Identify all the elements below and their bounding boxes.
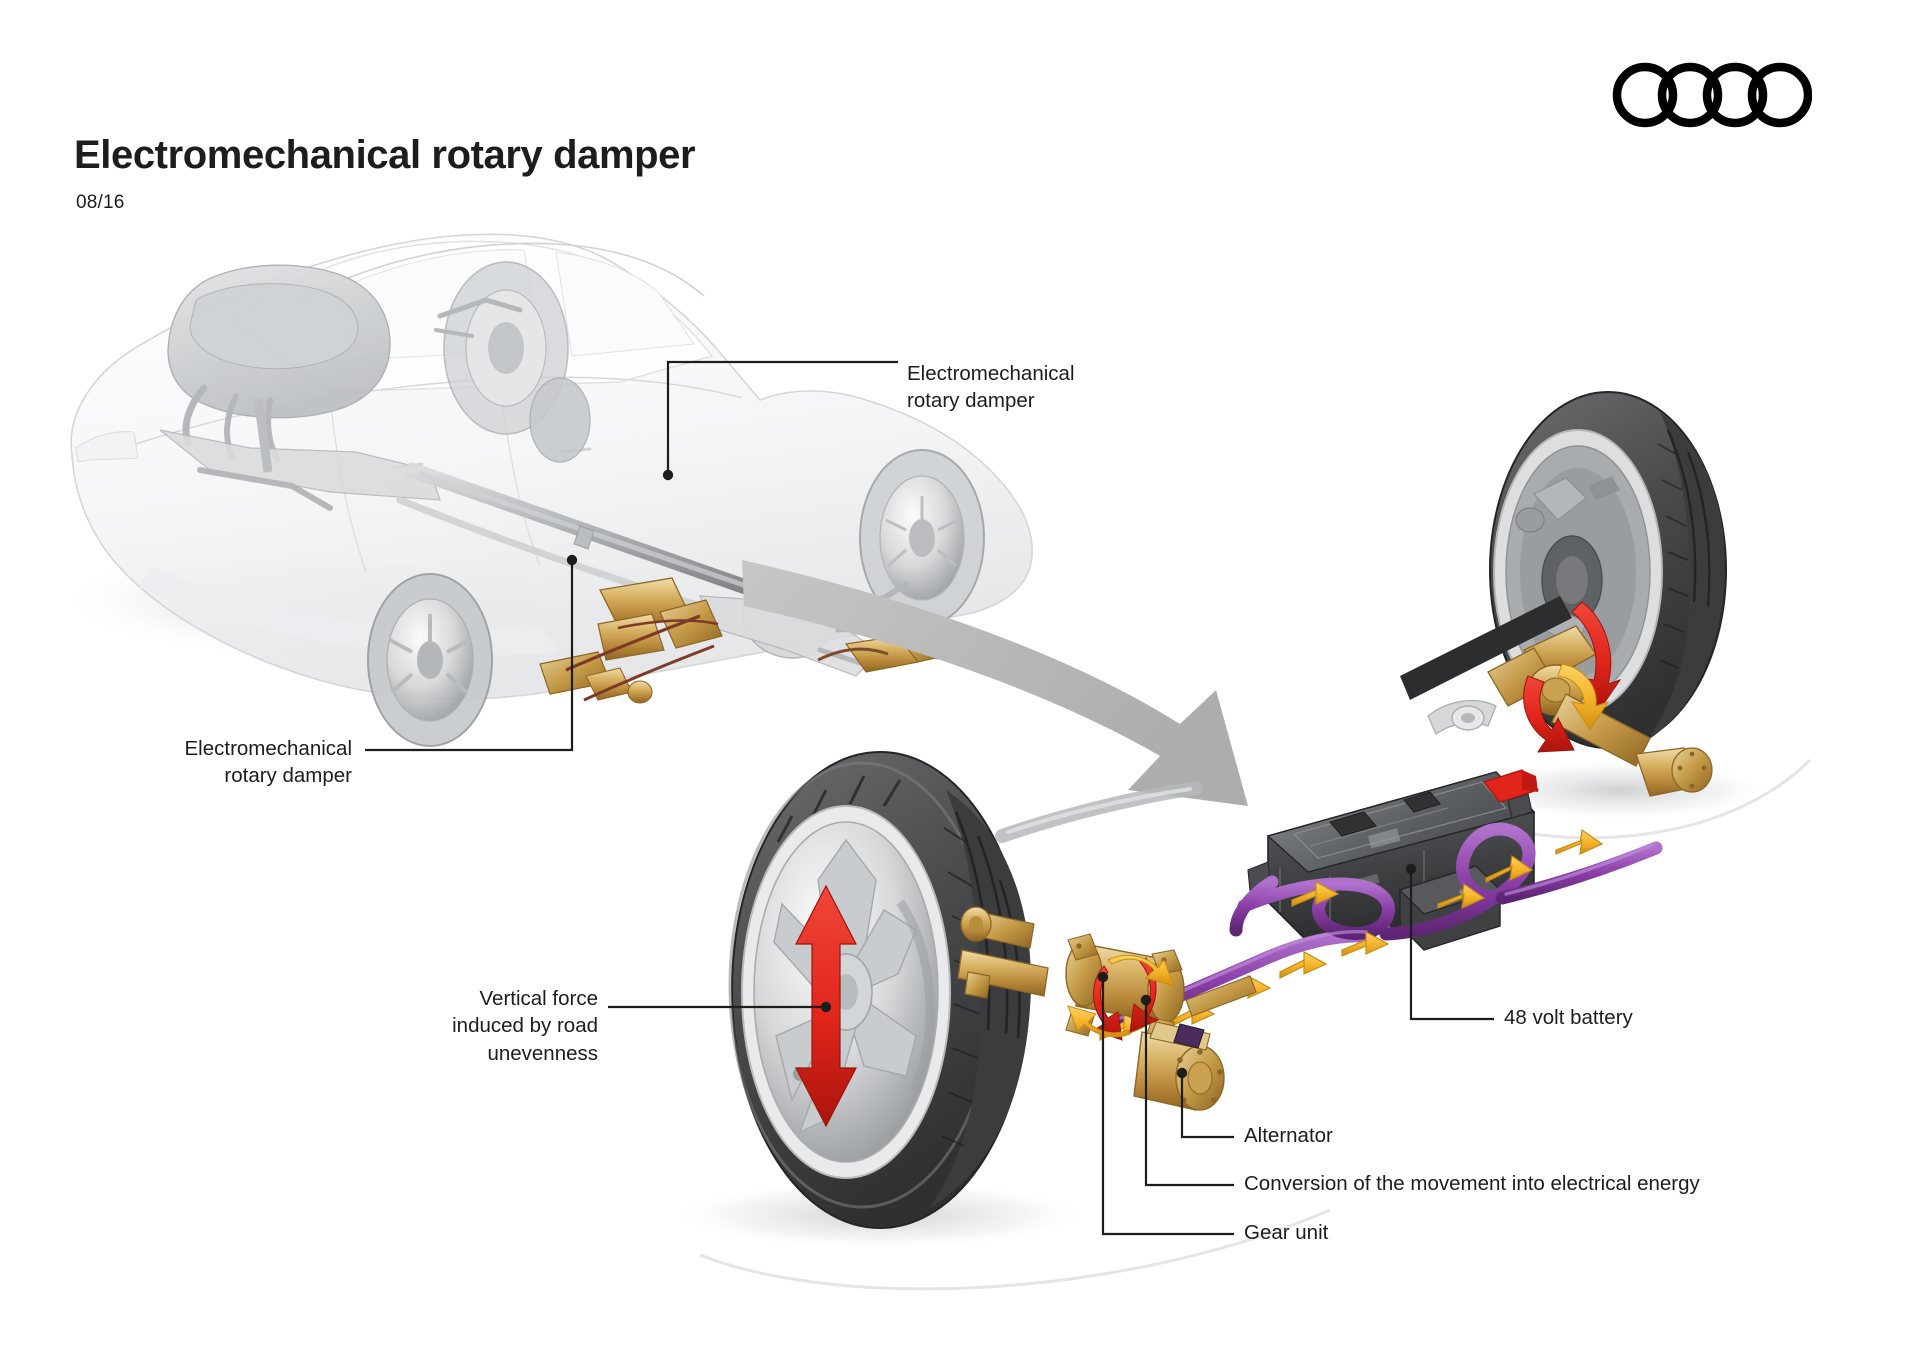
- leader-damper-front: [365, 554, 578, 752]
- callout-line: Electromechanical: [907, 362, 1075, 385]
- 48-volt-battery-unit: [1247, 769, 1540, 951]
- audi-four-rings-logo: [1612, 62, 1812, 128]
- callout-line: Vertical force: [479, 987, 599, 1010]
- callout-line: Conversion of the movement into electric…: [1244, 1172, 1700, 1195]
- leader-alternator: [1176, 1067, 1234, 1139]
- zoom-to-detail-arrow: [742, 560, 1248, 806]
- detail-wheel-left: [670, 751, 1331, 1291]
- page-title: Electromechanical rotary damper: [74, 133, 696, 177]
- callout-electromechanical-rotary-damper-rear: Electromechanical rotary damper: [907, 360, 1075, 415]
- detail-wheel-right: [1400, 391, 1812, 840]
- rotation-arrow-left: [1067, 954, 1175, 1041]
- callout-gear-unit: Gear unit: [1244, 1219, 1328, 1246]
- drive-shaft-left: [995, 781, 1203, 843]
- 48-volt-cable-harness: [1103, 822, 1663, 1033]
- callout-line: Electromechanical: [184, 737, 353, 760]
- vehicle-ghost-illustration: [55, 233, 1033, 747]
- leader-gear-unit: [1097, 971, 1234, 1236]
- rotary-damper-left-detail: [957, 906, 1225, 1111]
- callout-line: Gear unit: [1244, 1221, 1329, 1244]
- callout-line: unevenness: [487, 1041, 598, 1065]
- leader-battery: [1405, 863, 1494, 1021]
- leader-vertical-force: [608, 1001, 832, 1013]
- page-date: 08/16: [76, 192, 125, 213]
- vertical-force-double-arrow: [795, 884, 857, 1128]
- callout-conversion-of-movement: Conversion of the movement into electric…: [1244, 1170, 1700, 1197]
- rotary-damper-rear-left-in-vehicle: [539, 577, 723, 704]
- callout-48-volt-battery: 48 volt battery: [1504, 1004, 1633, 1031]
- callout-line: 48 volt battery: [1504, 1006, 1633, 1029]
- leader-damper-rear: [662, 360, 898, 481]
- callout-vertical-force: Vertical force induced by road unevennes…: [428, 985, 598, 1067]
- callout-electromechanical-rotary-damper-front: Electromechanical rotary damper: [152, 735, 353, 790]
- callout-line: Alternator: [1244, 1124, 1333, 1147]
- callout-line: induced by road: [452, 1014, 598, 1038]
- rotation-arrow-right: [1523, 601, 1622, 753]
- rotary-damper-right-detail: [1487, 601, 1713, 797]
- leader-conversion: [1140, 994, 1234, 1187]
- rotary-damper-rear-right-in-vehicle: [817, 632, 954, 673]
- callout-alternator: Alternator: [1244, 1122, 1333, 1149]
- callout-line: rotary damper: [907, 389, 1035, 413]
- connecting-gold-shaft: [1185, 975, 1257, 1017]
- callout-line: rotary damper: [224, 764, 352, 788]
